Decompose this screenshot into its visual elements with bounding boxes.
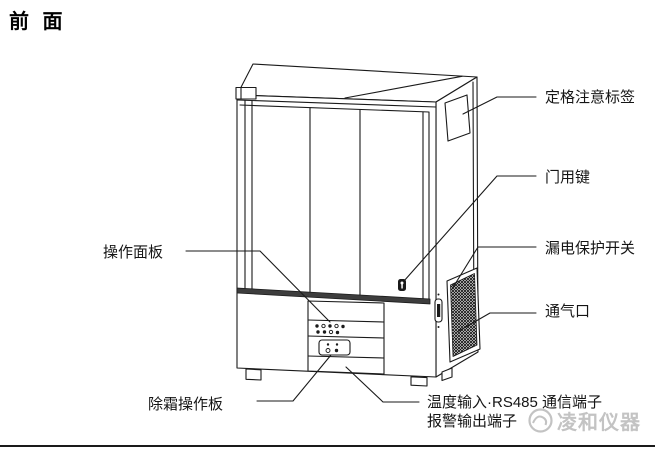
- breaker-switch: [434, 293, 443, 328]
- label-control-panel: 操作面板: [103, 244, 164, 261]
- label-door-key: 门用键: [545, 169, 591, 186]
- defrost-switch-panel: [318, 339, 351, 356]
- label-leakage-breaker: 漏电保护开关: [545, 240, 636, 257]
- leader-line-door-key: [403, 175, 537, 282]
- label-freeze-notice-sticker: 定格注意标签: [545, 89, 636, 106]
- cabinet-top-crease: [344, 75, 463, 99]
- label-terminal-line1: 温度输入·RS485 通信端子: [427, 394, 603, 411]
- bottom-rule: [0, 445, 655, 447]
- door-hinge: [235, 86, 257, 100]
- leader-line-terminal: [345, 366, 420, 403]
- label-defrost-panel: 除霜操作板: [148, 396, 224, 413]
- label-terminal-block: 温度输入·RS485 通信端子 报警输出端子: [427, 393, 602, 431]
- leader-line-breaker: [451, 246, 537, 290]
- leader-line-sticker: [462, 96, 537, 115]
- notice-sticker: [444, 94, 471, 142]
- vent-grille: [446, 267, 481, 363]
- watermark-text: 凌和仪器: [557, 412, 641, 434]
- control-panel-buttons: [315, 323, 345, 335]
- watermark: 凌和仪器: [527, 406, 641, 435]
- page-title: 前 面: [9, 11, 67, 33]
- cabinet-front-face: [236, 94, 437, 378]
- leader-line-defrost: [256, 354, 332, 402]
- label-terminal-line2: 报警输出端子: [427, 413, 518, 430]
- door-panel-lines: [244, 99, 430, 300]
- linghe-logo-icon: [528, 408, 553, 433]
- leader-line-control-panel: [185, 250, 331, 323]
- label-vent: 通气口: [545, 303, 591, 320]
- door-top-frame: [236, 99, 437, 113]
- door-lock-icon: [398, 279, 406, 291]
- divider-band: [236, 287, 431, 305]
- cabinet-feet: [245, 367, 453, 387]
- leader-line-vent: [456, 312, 537, 333]
